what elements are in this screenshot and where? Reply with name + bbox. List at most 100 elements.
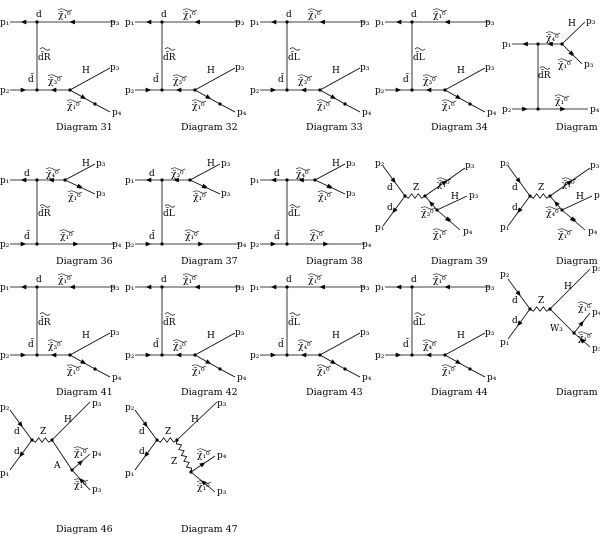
arrow-head: [145, 241, 152, 247]
arrow-head: [330, 94, 337, 100]
arrow-head: [73, 241, 79, 247]
tilde-mark: [316, 364, 332, 368]
label-p4: p₄: [463, 227, 473, 237]
label-antiquark: d̄: [153, 73, 160, 85]
arrow-head: [425, 352, 432, 358]
diagram-caption: Diagram 42: [181, 387, 238, 398]
vertex-dot: [572, 218, 576, 222]
label-w: W₃: [550, 324, 563, 334]
label-p4: p₄: [362, 373, 372, 383]
arrow-head: [390, 177, 396, 184]
label-p3: p₃: [594, 191, 600, 201]
label-neutralino-3: χ̃₁⁰: [555, 96, 568, 107]
tilde-mark: [289, 47, 301, 51]
label-p4: p₄: [92, 449, 102, 459]
label-p3: p₃: [592, 264, 600, 274]
label-p4: p₄: [588, 227, 598, 237]
label-p3: p₃: [235, 18, 245, 28]
tilde-mark: [554, 94, 570, 98]
tilde-mark: [39, 47, 51, 51]
label-higgs: H: [82, 66, 90, 76]
tilde-mark: [295, 167, 311, 171]
label-p2: p₂: [125, 86, 135, 96]
label-higgs: H: [332, 159, 340, 169]
label-neutralino-3: χ̃₁⁰: [310, 231, 323, 242]
higgs-line: [314, 163, 346, 181]
tilde-mark: [164, 47, 176, 51]
label-neutralino-3: χ̃₁⁰: [317, 366, 330, 377]
tilde-mark: [196, 448, 212, 452]
arrow-head: [144, 451, 150, 458]
arrow-head: [579, 338, 586, 344]
label-p4: p₄: [237, 240, 247, 250]
arrow-head: [270, 19, 277, 25]
label-higgs: H: [82, 331, 90, 341]
label-quark: d: [387, 183, 393, 193]
label-p3: p₃: [217, 487, 227, 497]
label-p1: p₁: [125, 283, 134, 293]
label-z-boson: Z: [538, 183, 544, 193]
label-p2: p₂: [375, 159, 385, 169]
vertex-dot: [285, 88, 289, 92]
arrow-head: [560, 106, 566, 112]
label-p1: p₁: [0, 176, 9, 186]
label-p2: p₂: [125, 351, 135, 361]
arrow-head: [194, 19, 200, 25]
label-neutralino-3: χ̃₁⁰: [442, 101, 455, 112]
fermion-line: [469, 368, 486, 378]
arrow-head: [145, 177, 152, 183]
label-p3: p₃: [235, 63, 245, 73]
arrow-head: [50, 87, 57, 93]
label-p2: p₂: [250, 351, 260, 361]
label-p1: p₁: [375, 18, 384, 28]
label-squark: d̃R: [163, 315, 176, 328]
label-neutralino-3: χ̃₁⁰: [185, 231, 198, 242]
label-quark: d: [161, 10, 167, 20]
tilde-mark: [57, 273, 73, 277]
label-p4: p₄: [112, 240, 122, 250]
label-higgs: H: [64, 415, 72, 425]
label-p2: p₂: [0, 351, 10, 361]
label-antiquark: d̄: [28, 73, 35, 85]
label-p3: p₃: [469, 191, 479, 201]
label-p2: p₂: [0, 240, 10, 250]
tilde-mark: [441, 99, 457, 103]
label-higgs: H: [568, 19, 576, 29]
tilde-mark: [432, 228, 448, 232]
label-p3: p₃: [96, 159, 106, 169]
arrow-head: [444, 284, 450, 290]
diagram-caption: Diagram 34: [431, 122, 488, 133]
tilde-mark: [73, 446, 89, 450]
tilde-mark: [432, 8, 448, 12]
label-neutralino-3: χ̃₁⁰: [317, 101, 330, 112]
label-neutralino-1: χ̃₁⁰: [308, 10, 321, 21]
tilde-mark: [297, 339, 313, 343]
higgs-line: [319, 67, 361, 91]
arrow-head: [20, 352, 27, 358]
tilde-mark: [191, 99, 207, 103]
label-neutralino-2: χ̃₃⁰: [48, 76, 61, 87]
label-squark: d̃R: [538, 68, 551, 81]
label-neutralino-1: χ̃₁⁰: [74, 448, 87, 459]
label-antiquark: d̄: [153, 338, 160, 350]
label-higgs: H: [457, 331, 465, 341]
label-p3: p₃: [592, 344, 600, 354]
label-p3: p₃: [485, 18, 495, 28]
tilde-mark: [289, 312, 301, 316]
label-p2: p₂: [500, 270, 510, 280]
arrow-head: [323, 241, 329, 247]
arrow-head: [145, 19, 152, 25]
vertex-dot: [285, 242, 289, 246]
label-neutralino-1: χ̃₁⁰: [58, 275, 71, 286]
diagram-caption: Diagram 36: [56, 256, 113, 267]
vertex-dot: [447, 218, 451, 222]
label-neutralino-2: χ̃₃⁰: [48, 341, 61, 352]
label-p2: p₂: [0, 86, 10, 96]
tilde-mark: [47, 74, 63, 78]
